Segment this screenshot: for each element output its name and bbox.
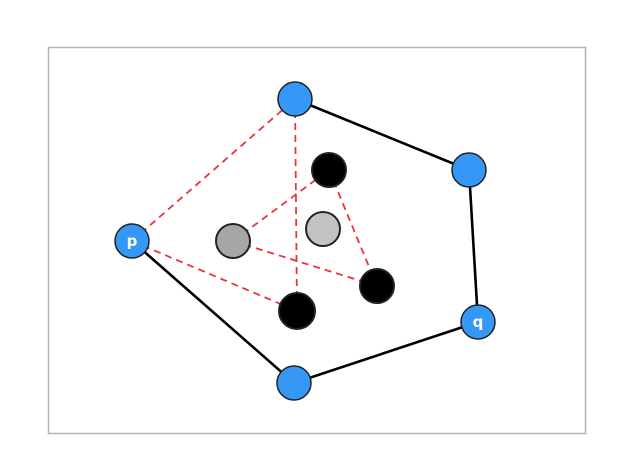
inner-point-right-black <box>359 268 395 304</box>
hull-edge-top-to-upper-right <box>294 97 470 172</box>
hull-vertex-bottom <box>276 365 312 401</box>
dashed-edge-p-to-top <box>131 98 296 242</box>
hull-vertex-top <box>277 81 313 117</box>
inner-point-left-gray <box>215 223 251 259</box>
label-q: q <box>473 313 484 331</box>
dashed-edge-p-to-inner-bottom <box>131 240 298 312</box>
label-p: p <box>127 232 138 250</box>
inner-point-center-light-gray <box>305 211 341 247</box>
dashed-edge-gray-to-inner-top <box>232 169 330 242</box>
dashed-edge-inner-top-to-inner-right <box>328 169 378 287</box>
hull-edges <box>131 97 480 385</box>
hull-vertex-p <box>114 223 150 259</box>
hull-vertex-q <box>460 304 496 340</box>
hull-vertex-upper-right <box>451 152 487 188</box>
hull-edge-upper-right-to-q <box>467 169 480 323</box>
hull-vertices <box>114 81 496 401</box>
dashed-edge-gray-to-inner-right <box>232 240 378 287</box>
hull-edge-q-to-bottom <box>293 320 479 385</box>
dashed-edges <box>131 98 378 312</box>
inner-point-top-black <box>311 152 347 188</box>
inner-points <box>215 152 395 330</box>
hull-edge-bottom-to-p <box>131 240 295 384</box>
inner-point-bottom-black <box>278 292 316 330</box>
